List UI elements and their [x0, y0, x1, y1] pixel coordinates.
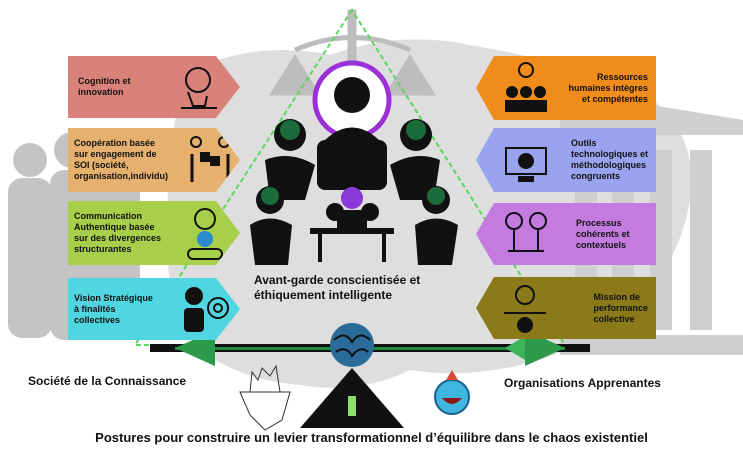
island-sketch-icon [239, 364, 291, 431]
green-triangle [133, 8, 567, 346]
footer-caption: Postures pour construire un levier trans… [95, 430, 648, 445]
laughing-bomb-icon [434, 370, 470, 415]
card-processus: Processus cohérents et contextuels [476, 203, 656, 265]
card-label: Coopération basée sur engagement de SOI … [74, 138, 168, 181]
card-label: Mission de performance collective [593, 291, 648, 324]
card-mission: Mission de performance collective [476, 277, 656, 339]
leader-figure [325, 77, 379, 140]
collective-gear-icon [496, 281, 554, 335]
card-label: Processus cohérents et contextuels [576, 217, 630, 250]
puzzle-handshake-icon [188, 134, 232, 184]
card-communication: Communication Authentique basée sur des … [68, 201, 240, 265]
center-caption-line1: Avant-garde conscientisée et [254, 273, 421, 287]
team-idea-icon [500, 60, 552, 116]
card-label: Outils technologiques et méthodologiques… [570, 138, 648, 181]
center-caption-line2: éthiquement intelligente [254, 288, 393, 302]
center-brain-badge [341, 187, 363, 209]
card-ressources-humaines: Ressources humaines intègres et compéten… [476, 56, 656, 120]
left-side-label: Société de la Connaissance [28, 374, 187, 388]
right-side-label: Organisations Apprenantes [504, 376, 661, 390]
tree-head-icon [173, 62, 223, 112]
card-vision: Vision Stratégique à finalités collectiv… [68, 278, 240, 340]
green-brain-icons [261, 120, 445, 205]
tech-tools-icon [498, 132, 554, 188]
card-label: Ressources humaines intègres et compéten… [568, 71, 648, 104]
central-brain-icon [330, 323, 374, 367]
card-label: Vision Stratégique à finalités collectiv… [74, 292, 153, 325]
card-cooperation: Coopération basée sur engagement de SOI … [68, 128, 240, 192]
card-outils: Outils technologiques et méthodologiques… [476, 128, 656, 192]
process-bulbs-icon [498, 207, 554, 261]
target-person-icon [178, 284, 232, 334]
card-label: Communication Authentique basée sur des … [74, 211, 162, 254]
brain-gears-icon [180, 205, 230, 261]
card-cognition-innovation: Cognition et innovation [68, 56, 240, 118]
thinking-figure [348, 396, 356, 416]
card-label: Cognition et innovation [78, 76, 131, 97]
